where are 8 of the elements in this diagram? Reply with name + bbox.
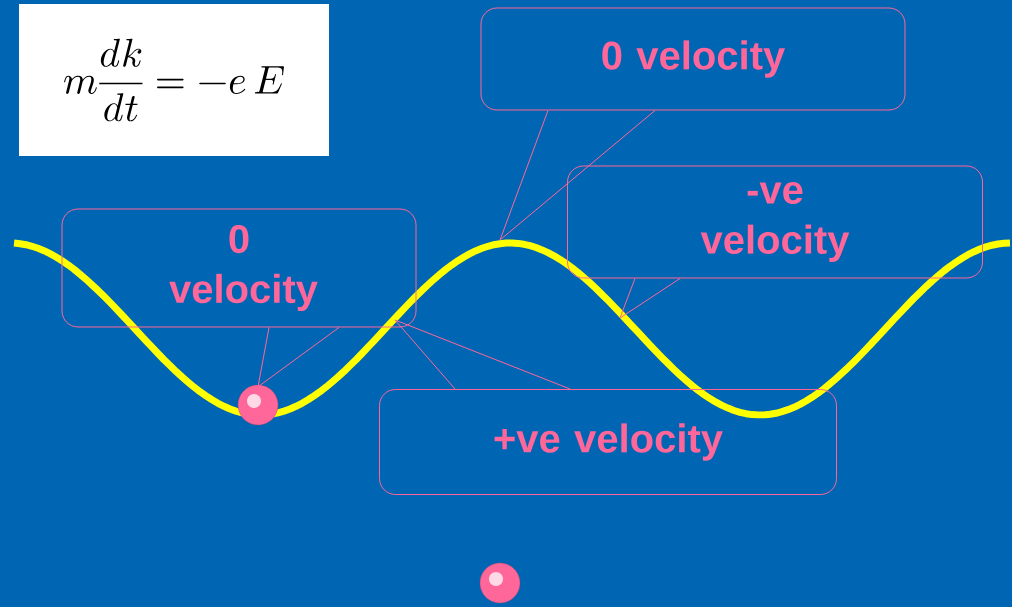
callout-box: 0 velocity: [61, 208, 417, 328]
ball: [237, 384, 279, 426]
callout-box: +ve velocity: [379, 389, 837, 495]
callout-box: 0 velocity: [480, 7, 906, 111]
ball: [479, 562, 521, 604]
leader-line: [257, 327, 340, 388]
formula-box: $m\frac{dk}{dt}=-e\,E$: [19, 4, 329, 156]
callout-box: -ve velocity: [567, 165, 983, 279]
